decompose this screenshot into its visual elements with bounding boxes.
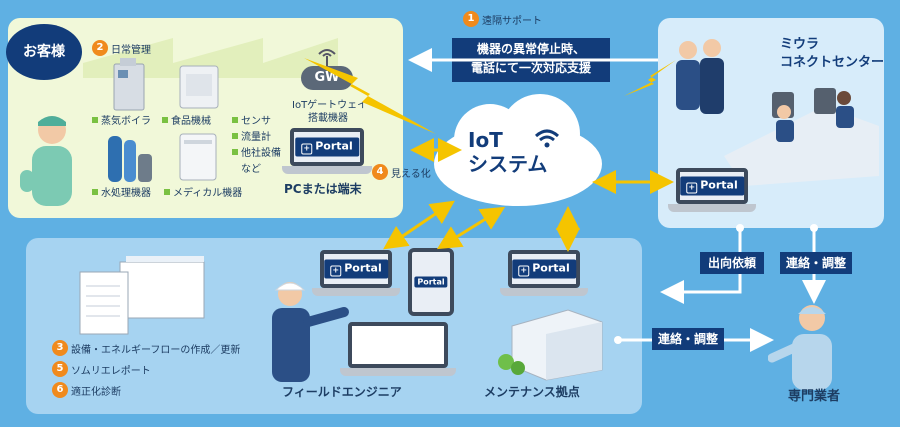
maintenance-base-label: メンテナンス拠点 — [484, 385, 580, 399]
step-4-badge: 4 — [372, 164, 388, 180]
equipment-label-medical: メディカル機器 — [164, 184, 242, 199]
equipment-label-steam-boiler: 蒸気ボイラ — [92, 112, 151, 127]
call-center-staff-icon — [676, 39, 879, 186]
engineer-laptop — [340, 322, 456, 376]
field-tablet: Portal — [408, 248, 454, 316]
visualize-label: 見える化 — [391, 169, 431, 180]
gateway-caption-1: IoTゲートウェイ — [292, 100, 368, 111]
contact-adjust-box-2: 連絡・調整 — [652, 328, 724, 350]
service-optimization-diagnosis: 適正化診断 — [71, 387, 121, 398]
equipment-label-water-treatment: 水処理機器 — [92, 184, 151, 199]
pc-terminal-label: PCまたは端末 — [284, 182, 362, 196]
iot-system-label: IoT システム — [468, 128, 548, 176]
service-flow-creation: 設備・エネルギーフローの作成／更新 — [71, 345, 241, 356]
water-treatment-icon — [108, 136, 152, 182]
equipment-label-food-machine: 食品機械 — [162, 112, 211, 127]
call-center-laptop: +Portal — [668, 168, 756, 212]
specialist-label: 専門業者 — [788, 389, 841, 404]
portal-logo: +Portal — [324, 259, 388, 279]
food-machine-icon — [179, 65, 219, 109]
call-center-title: ミウラ コネクトセンター — [780, 37, 885, 70]
gateway-caption-2: 搭載機器 — [308, 113, 348, 124]
remote-support-label: 遠隔サポート — [482, 16, 542, 27]
sensor-item-4: など — [241, 164, 261, 175]
portal-logo: +Portal — [512, 259, 576, 279]
service-sommelier-report: ソムリエレポート — [71, 366, 151, 377]
field-engineer-label: フィールドエンジニア — [282, 385, 402, 399]
sensor-item-1: センサ — [232, 112, 271, 127]
portal-logo: +Portal — [680, 176, 744, 196]
field-laptop: +Portal — [312, 250, 400, 296]
maintenance-laptop: +Portal — [500, 250, 588, 296]
portal-logo: +Portal — [295, 137, 359, 157]
step-2-badge: 2 — [92, 40, 108, 56]
field-engineer-icon — [272, 282, 349, 382]
contact-adjust-box-1: 連絡・調整 — [780, 252, 852, 274]
wifi-icon — [534, 129, 560, 148]
remote-support-box: 機器の異常停止時、 電話にて一次対応支援 — [452, 38, 610, 82]
portal-logo: Portal — [414, 276, 448, 288]
medical-equipment-icon — [179, 133, 217, 181]
lightning-bolt-icon — [304, 58, 436, 134]
lightning-bolt-icon — [624, 60, 676, 96]
maintenance-base-building-icon — [498, 309, 603, 381]
dispatch-request-box: 出向依頼 — [700, 252, 764, 274]
step-5-badge: 5 — [52, 361, 68, 377]
steam-boiler-icon — [113, 58, 145, 111]
step-1-badge: 1 — [463, 11, 479, 27]
sensor-item-3: 他社設備 — [232, 144, 281, 159]
step-6-badge: 6 — [52, 382, 68, 398]
customer-laptop: +Portal — [282, 128, 372, 174]
customer-badge: お客様 — [6, 24, 82, 80]
daily-management-label: 日常管理 — [111, 45, 151, 56]
report-documents-icon — [79, 256, 205, 335]
factory-roof-shape — [83, 18, 338, 78]
sensor-item-2: 流量計 — [232, 128, 271, 143]
customer-person-icon — [20, 116, 72, 206]
step-3-badge: 3 — [52, 340, 68, 356]
specialist-person-icon — [768, 305, 832, 390]
